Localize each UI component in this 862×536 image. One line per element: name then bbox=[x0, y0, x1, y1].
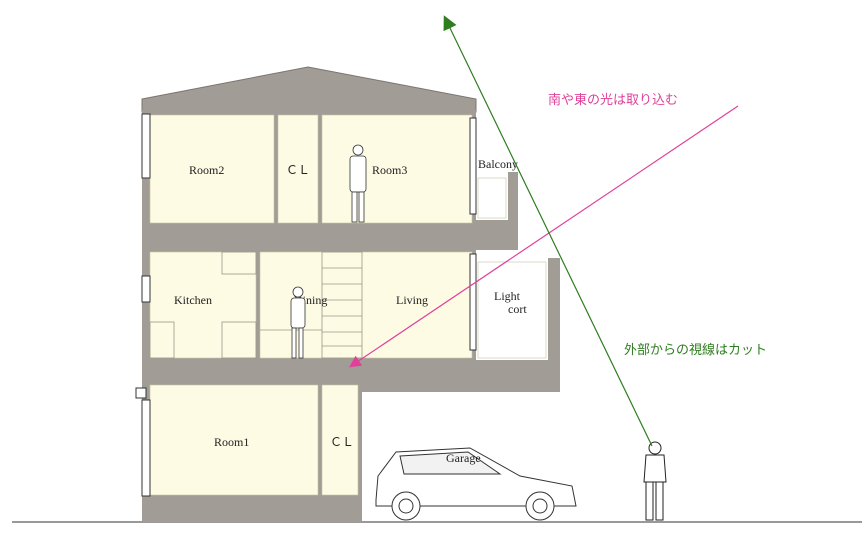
window-living bbox=[469, 253, 477, 351]
label-living: Living bbox=[396, 293, 428, 307]
cl-upper-area bbox=[277, 114, 319, 224]
sightline-arrow bbox=[443, 15, 653, 447]
person-figure-dining bbox=[290, 286, 306, 359]
label-room1: Room1 bbox=[214, 435, 249, 449]
car-icon bbox=[375, 447, 577, 521]
windows bbox=[141, 113, 477, 497]
label-room2: Room2 bbox=[189, 163, 224, 177]
annotation-light-in: 南や東の光は取り込む bbox=[548, 92, 678, 108]
label-light-cort-1: Light bbox=[494, 289, 521, 303]
light-cort-area bbox=[477, 261, 547, 359]
window-room1 bbox=[141, 399, 151, 497]
window-room3 bbox=[469, 117, 477, 215]
person-figure-outside bbox=[643, 441, 667, 521]
label-cl-upper: ＣＬ bbox=[286, 163, 310, 177]
balcony-area bbox=[477, 177, 507, 219]
window-kitchen bbox=[141, 275, 151, 303]
room1-area bbox=[149, 384, 319, 496]
room3-area bbox=[321, 114, 473, 224]
stair bbox=[321, 251, 363, 359]
window-room2 bbox=[141, 113, 151, 179]
sunlight-arrow bbox=[349, 105, 739, 368]
cl-lower-area bbox=[321, 384, 359, 496]
kitchen-area bbox=[149, 251, 257, 359]
roof bbox=[141, 66, 477, 113]
person-figure-room3 bbox=[349, 144, 367, 223]
label-cl-lower: ＣＬ bbox=[330, 435, 354, 449]
annotation-sight-cut: 外部からの視線はカット bbox=[624, 342, 767, 358]
kitchen-counter bbox=[149, 251, 322, 359]
label-kitchen: Kitchen bbox=[174, 293, 212, 307]
label-light-cort-2: cort bbox=[508, 302, 527, 316]
label-garage: Garage bbox=[446, 451, 481, 465]
meter-box bbox=[135, 387, 147, 399]
label-room3: Room3 bbox=[372, 163, 407, 177]
label-balcony: Balcony bbox=[478, 157, 518, 171]
